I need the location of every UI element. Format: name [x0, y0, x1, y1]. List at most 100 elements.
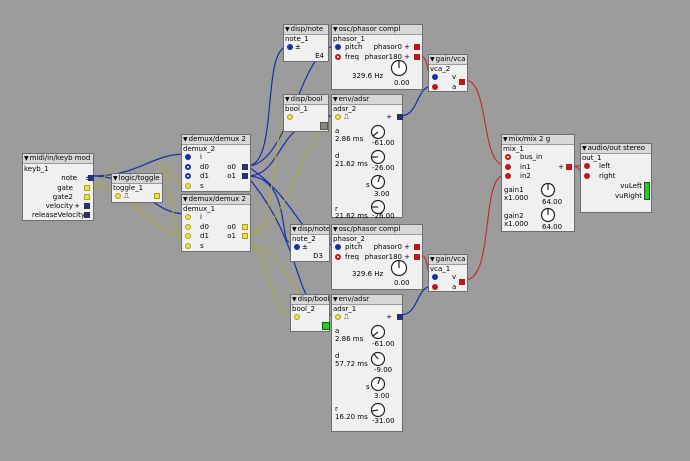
collapse-icon[interactable]: ▼ [24, 155, 29, 162]
object-header[interactable]: ▼demux/demux 2 [182, 195, 250, 205]
collapse-icon[interactable]: ▼ [285, 96, 290, 103]
inlet-in[interactable] [287, 114, 293, 120]
outlet-phasor180[interactable] [414, 54, 420, 60]
outlet-gate2[interactable] [84, 194, 90, 200]
outlet-phasor180[interactable] [414, 254, 420, 260]
inlet-freq[interactable] [335, 54, 341, 60]
collapse-icon[interactable]: ▼ [292, 226, 297, 233]
object-header[interactable]: ▼env/adsr [332, 95, 402, 105]
disp-bool-1-object[interactable]: ▼disp/bool bool_1 [283, 94, 329, 132]
inlet-in2[interactable] [505, 173, 511, 179]
collapse-icon[interactable]: ▼ [333, 226, 338, 233]
inlet-in1[interactable] [505, 164, 511, 170]
outlet-out[interactable] [566, 164, 572, 170]
inlet-i[interactable] [185, 214, 191, 220]
osc-phasor-2-object[interactable]: ▼osc/phasor compl phasor_2 pitch freq ph… [331, 224, 423, 290]
inlet-gate[interactable] [335, 114, 341, 120]
decay-knob-icon[interactable] [370, 351, 386, 367]
inlet-trig[interactable] [115, 193, 121, 199]
osc-phasor-1-object[interactable]: ▼osc/phasor compl phasor_1 pitch freq ph… [331, 24, 423, 90]
collapse-icon[interactable]: ▼ [333, 296, 338, 303]
inlet-i[interactable] [185, 154, 191, 160]
gain2-knob-icon[interactable] [540, 207, 556, 223]
object-header[interactable]: ▼disp/note [291, 225, 329, 235]
inlet-v[interactable] [432, 74, 438, 80]
outlet-o0[interactable] [242, 224, 248, 230]
inlet-d1[interactable] [185, 173, 191, 179]
inlet-d0[interactable] [185, 164, 191, 170]
attack-knob-icon[interactable] [370, 324, 386, 340]
collapse-icon[interactable]: ▼ [430, 256, 435, 263]
decay-knob-icon[interactable] [370, 149, 386, 165]
inlet-s[interactable] [185, 243, 191, 249]
object-header[interactable]: ▼demux/demux 2 [182, 135, 250, 145]
gain-vca-1-object[interactable]: ▼gain/vca vca_1 v a [428, 254, 468, 292]
object-header[interactable]: ▼osc/phasor compl [332, 25, 422, 35]
attack-knob-icon[interactable] [370, 124, 386, 140]
disp-bool-2-object[interactable]: ▼disp/bool bool_2 [290, 294, 330, 332]
inlet-bus-in[interactable] [505, 154, 511, 160]
outlet-note[interactable] [88, 175, 94, 181]
inlet-a[interactable] [432, 284, 438, 290]
object-header[interactable]: ▼mix/mix 2 g [502, 135, 574, 145]
release-knob-icon[interactable] [370, 402, 386, 418]
pitch-knob-icon[interactable] [390, 59, 408, 77]
object-header[interactable]: ▼disp/bool [284, 95, 328, 105]
inlet-v[interactable] [432, 274, 438, 280]
outlet-o[interactable] [459, 79, 465, 85]
disp-note-1-object[interactable]: ▼disp/note note_1 ± E4 [283, 24, 329, 62]
env-adsr-1-object[interactable]: ▼env/adsr adsr_1 ⎍ + a 2.86 ms -61.00 d … [331, 294, 403, 432]
object-header[interactable]: ▼disp/note [284, 25, 328, 35]
collapse-icon[interactable]: ▼ [503, 136, 508, 143]
collapse-icon[interactable]: ▼ [333, 26, 338, 33]
outlet-release-velocity[interactable] [84, 212, 90, 218]
inlet-s[interactable] [185, 183, 191, 189]
outlet-phasor0[interactable] [414, 244, 420, 250]
outlet-o1[interactable] [242, 233, 248, 239]
outlet-phasor0[interactable] [414, 44, 420, 50]
gain-vca-2-object[interactable]: ▼gain/vca vca_2 v a [428, 54, 468, 92]
outlet-o[interactable] [154, 193, 160, 199]
inlet-pitch[interactable] [335, 44, 341, 50]
object-header[interactable]: ▼gain/vca [429, 55, 467, 65]
logic-toggle-object[interactable]: ▼logic/toggle toggle_1 ⎍ [111, 173, 163, 203]
object-header[interactable]: ▼osc/phasor compl [332, 225, 422, 235]
inlet-a[interactable] [432, 84, 438, 90]
sustain-knob-icon[interactable] [370, 174, 386, 190]
collapse-icon[interactable]: ▼ [430, 56, 435, 63]
object-header[interactable]: ▼midi/in/keyb mod [23, 154, 93, 164]
collapse-icon[interactable]: ▼ [285, 26, 290, 33]
collapse-icon[interactable]: ▼ [292, 296, 297, 303]
collapse-icon[interactable]: ▼ [333, 96, 338, 103]
outlet-o1[interactable] [242, 173, 248, 179]
outlet-env[interactable] [397, 114, 403, 120]
midi-keyb-object[interactable]: ▼midi/in/keyb mod keyb_1 note ± gate gat… [22, 153, 94, 221]
sustain-knob-icon[interactable] [370, 376, 386, 392]
outlet-velocity[interactable] [84, 203, 90, 209]
inlet-freq[interactable] [335, 254, 341, 260]
collapse-icon[interactable]: ▼ [113, 175, 118, 182]
inlet-pitch[interactable] [335, 244, 341, 250]
audio-out-stereo-object[interactable]: ▼audio/out stereo out_1 left right vuLef… [580, 143, 652, 213]
demux-1-object[interactable]: ▼demux/demux 2 demux_1 i d0 d1 s o0 o1 [181, 194, 251, 252]
object-header[interactable]: ▼logic/toggle [112, 174, 162, 184]
collapse-icon[interactable]: ▼ [582, 145, 587, 152]
disp-note-2-object[interactable]: ▼disp/note note_2 ± D3 [290, 224, 330, 262]
inlet-gate[interactable] [335, 314, 341, 320]
gain1-knob-icon[interactable] [540, 182, 556, 198]
inlet-in[interactable] [294, 244, 300, 250]
inlet-in[interactable] [287, 44, 293, 50]
inlet-right[interactable] [584, 173, 590, 179]
demux-2-object[interactable]: ▼demux/demux 2 demux_2 i d0 d1 s o0 o1 [181, 134, 251, 192]
mix-2g-object[interactable]: ▼mix/mix 2 g mix_1 bus_in in1 in2 + gain… [501, 134, 575, 232]
outlet-env[interactable] [397, 314, 403, 320]
object-header[interactable]: ▼env/adsr [332, 295, 402, 305]
env-adsr-2-object[interactable]: ▼env/adsr adsr_2 ⎍ + a 2.86 ms -61.00 d … [331, 94, 403, 220]
object-header[interactable]: ▼audio/out stereo [581, 144, 651, 154]
collapse-icon[interactable]: ▼ [183, 136, 188, 143]
collapse-icon[interactable]: ▼ [183, 196, 188, 203]
object-header[interactable]: ▼gain/vca [429, 255, 467, 265]
outlet-o0[interactable] [242, 164, 248, 170]
pitch-knob-icon[interactable] [390, 259, 408, 277]
outlet-gate[interactable] [84, 185, 90, 191]
